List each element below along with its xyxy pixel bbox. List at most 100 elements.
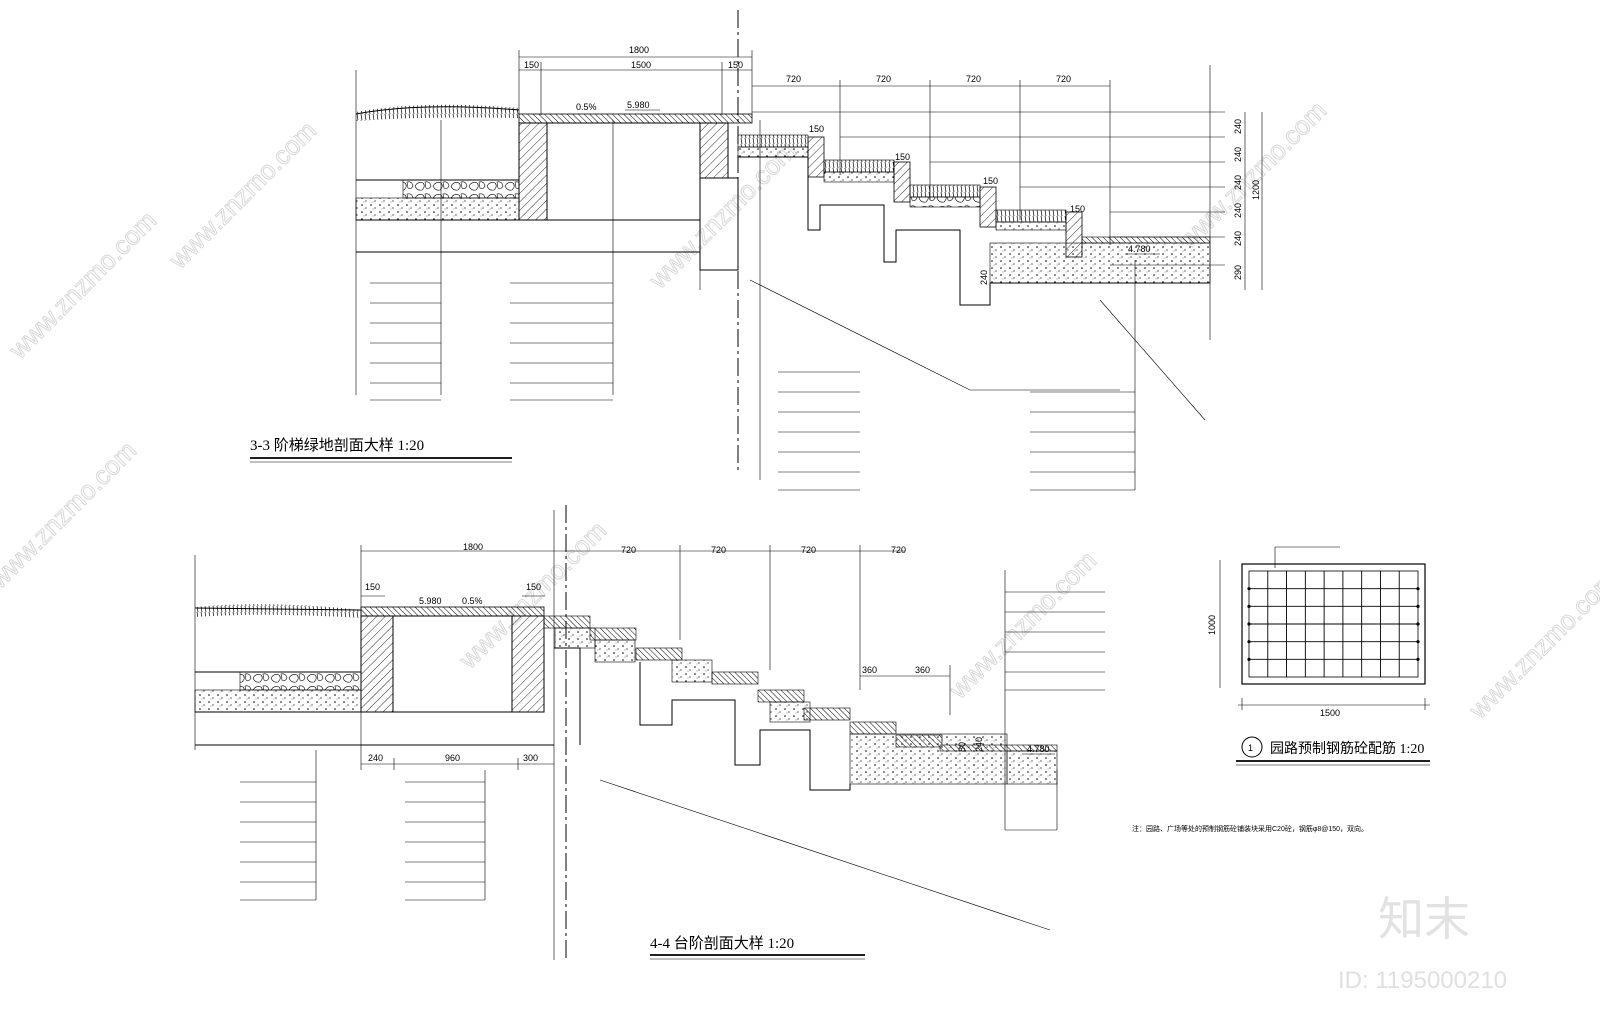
brand-watermark: 知末 (1378, 892, 1470, 946)
dim-label: 150 (365, 582, 380, 592)
dim-label: 960 (445, 753, 460, 763)
watermark-layer: www.znzmo.com www.znzmo.com www.znzmo.co… (0, 95, 1600, 994)
dim-label: 1000 (1207, 615, 1217, 635)
dim-label: 1500 (631, 60, 651, 70)
rebar-grid-detail: 1500 1000 1 园路预制钢筋砼配筋 1:20 (1207, 546, 1430, 766)
dim-label: 240 (368, 753, 383, 763)
dim-label: 150 (524, 60, 539, 70)
rebar-end (1247, 640, 1251, 644)
precast-slab-outline (1241, 563, 1426, 685)
watermark-text: www.znzmo.com (942, 545, 1102, 705)
elevation-label: 5.980 (419, 596, 442, 606)
dim-label: 720 (1056, 74, 1071, 84)
watermark-text: www.znzmo.com (1172, 95, 1332, 255)
watermark-text: www.znzmo.com (162, 115, 322, 275)
footing-outline (738, 156, 1210, 306)
rebar-detail-title: 园路预制钢筋砼配筋 1:20 (1270, 740, 1424, 757)
rebar-end (1416, 587, 1420, 591)
dim-label: 150 (809, 124, 824, 134)
note-block-right (778, 260, 1136, 491)
dim-label: 300 (523, 753, 538, 763)
dim-label: 240 (1233, 175, 1243, 190)
rebar-end (1247, 587, 1251, 591)
coping-slab (360, 606, 545, 617)
dim-label: 720 (711, 545, 726, 555)
dim-label: 150 (895, 152, 910, 162)
rebar-lines (1247, 571, 1420, 677)
dim-label: 720 (876, 74, 891, 84)
dim-label: 240 (1233, 119, 1243, 134)
gravel-layer (239, 671, 362, 691)
rebar-end (1247, 657, 1251, 661)
slope-label: 0.5% (576, 102, 597, 112)
slope-line (599, 779, 1051, 931)
rebar-end (1416, 657, 1420, 661)
dim-label: 360 (862, 665, 877, 675)
rebar-end (1416, 640, 1420, 644)
wall-left (360, 615, 394, 713)
gravel-layer (402, 179, 520, 199)
dim-label: 150 (1070, 204, 1085, 214)
section-3-3: 1800 150 1500 150 720 720 720 720 240 24… (250, 10, 1263, 491)
section-4-4: 1800 150 150 720 720 720 720 360 360 5.9… (194, 505, 1105, 960)
concrete-layer (355, 197, 520, 221)
detail-number-circle (1241, 736, 1263, 758)
section-4-4-title: 4-4 台阶剖面大样 1:20 (650, 935, 794, 952)
dim-label: 150 (526, 582, 541, 592)
dim-label: 1800 (629, 45, 649, 55)
section-3-3-title: 3-3 阶梯绿地剖面大样 1:20 (250, 437, 424, 454)
elevation-label: 4.780 (1027, 744, 1050, 754)
elevation-label: 4.780 (1128, 244, 1151, 254)
watermark-text: www.znzmo.com (2, 205, 162, 365)
detail-number: 1 (1248, 743, 1253, 753)
note-block-left (240, 750, 486, 901)
slope-line (1099, 299, 1206, 421)
planter-cavity (547, 122, 701, 221)
rebar-end (1247, 604, 1251, 608)
slope-line (749, 279, 971, 391)
dim-label: 240 (1233, 147, 1243, 162)
dim-label: 240 (1233, 231, 1243, 246)
turf-layer (195, 604, 361, 618)
ground-line (194, 607, 362, 611)
dim-label: 720 (801, 545, 816, 555)
dim-label: 1800 (463, 542, 483, 552)
watermark-text: www.znzmo.com (1462, 565, 1600, 725)
dim-label: 240 (974, 737, 984, 752)
dim-label: 720 (966, 74, 981, 84)
dim-label: 720 (621, 545, 636, 555)
wall-right (699, 122, 729, 179)
id-watermark: ID: 1195000210 (1338, 967, 1507, 994)
dim-label: 240 (1233, 203, 1243, 218)
wall-left (518, 122, 548, 221)
turf-layer (356, 104, 519, 121)
dim-label: 1500 (1320, 708, 1340, 718)
dim-label: 80 (957, 742, 967, 752)
elevation-label: 5.980 (627, 100, 650, 110)
dim-label: 150 (728, 60, 743, 70)
rebar-end (1247, 622, 1251, 626)
concrete-layer (194, 689, 362, 713)
stair-flight: 4.780 240 80 (543, 615, 1058, 791)
dim-label: 150 (983, 176, 998, 186)
general-note: 注：园路、广场等处的预制钢筋砼铺装块采用C20砼，钢筋φ8@150，双向。 (1132, 824, 1368, 833)
coping-slab (518, 113, 753, 124)
dim-label: 720 (786, 74, 801, 84)
foundation (699, 177, 739, 271)
dim-label: 290 (1233, 265, 1243, 280)
wall-right (511, 615, 545, 713)
note-block-right (1005, 591, 1105, 691)
dim-label: 1200 (1251, 180, 1261, 200)
watermark-text: www.znzmo.com (0, 435, 142, 595)
rebar-end (1416, 604, 1420, 608)
note-block-left (370, 282, 613, 401)
dim-label: 240 (979, 270, 989, 285)
terrace-steps: 150 150 150 150 4.780 240 (737, 124, 1211, 306)
footing-outline (554, 647, 851, 791)
planter-cavity (393, 615, 513, 713)
dim-label: 720 (891, 545, 906, 555)
slope-label: 0.5% (462, 596, 483, 606)
dim-label: 360 (915, 665, 930, 675)
rebar-end (1416, 622, 1420, 626)
